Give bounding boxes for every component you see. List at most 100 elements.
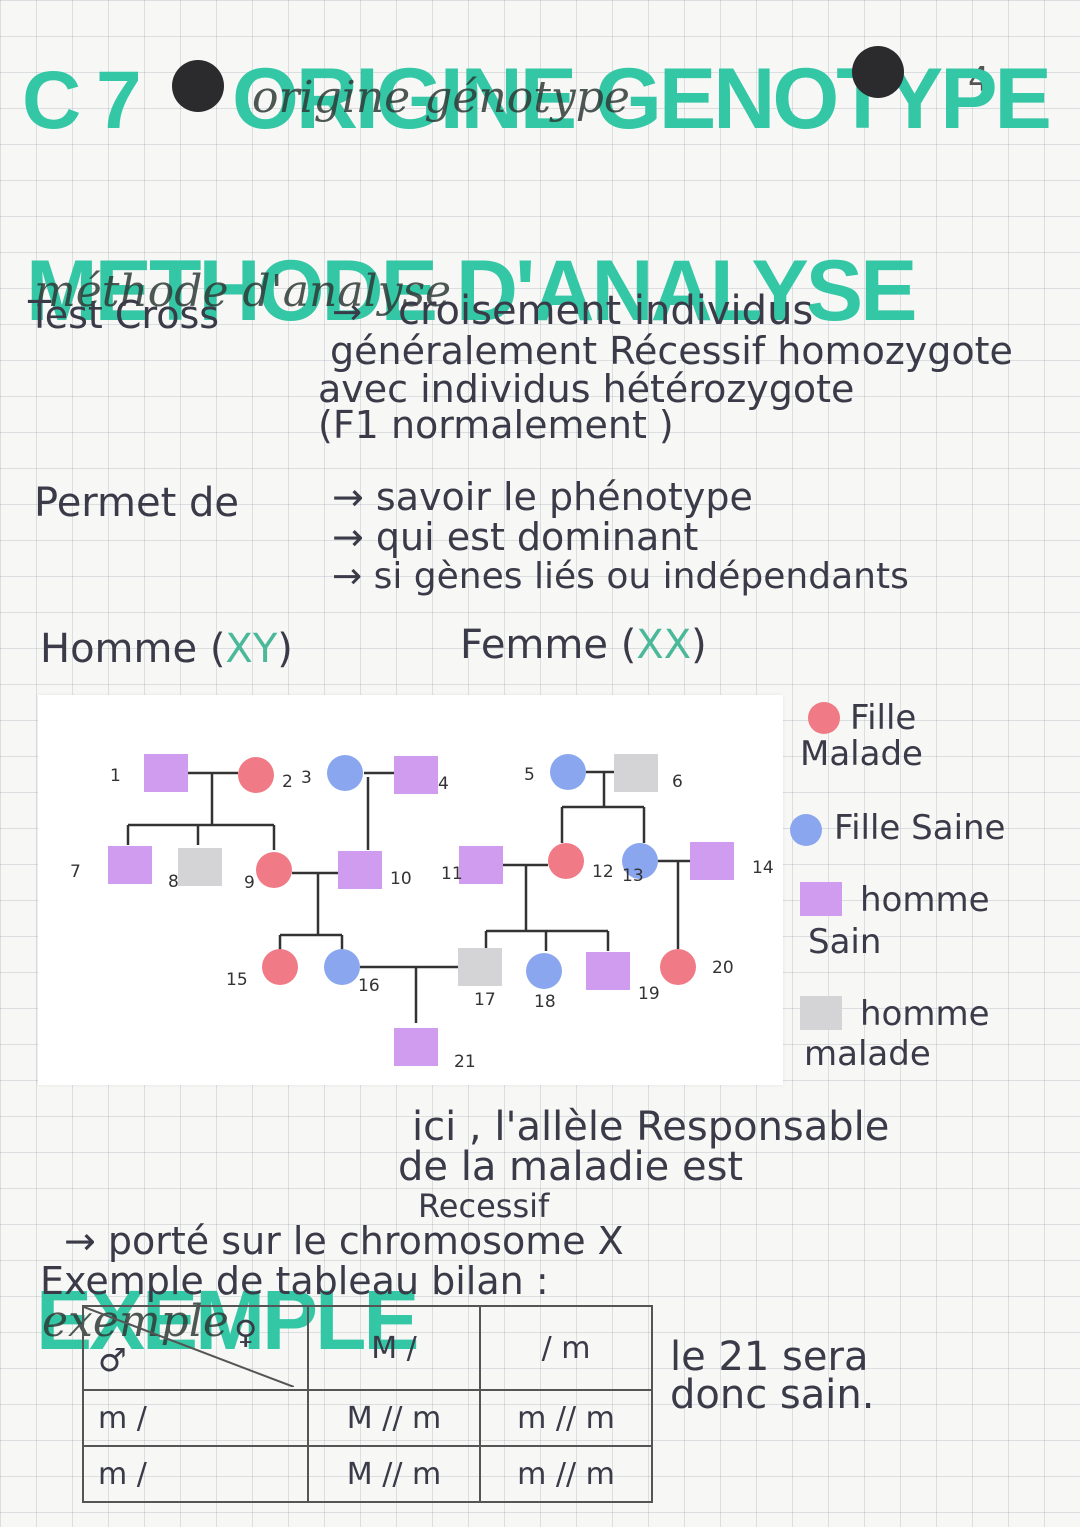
- test-cross-arrow: →: [332, 292, 363, 333]
- pedigree-individual-20: [660, 949, 696, 985]
- title-line2: METHODE D'ANALYSE: [26, 243, 917, 339]
- pedigree-individual-5: [550, 754, 586, 790]
- test-cross-line2: généralement Récessif homozygote: [330, 329, 1013, 373]
- pedigree-individual-18: [526, 953, 562, 989]
- permet-item-2: → qui est dominant: [332, 515, 699, 559]
- pedigree-label-8: 8: [168, 872, 179, 892]
- homme-label: Homme: [40, 626, 198, 672]
- punnett-cell-1-1: M // m: [307, 1389, 481, 1447]
- femme-label: Femme: [460, 622, 608, 668]
- pedigree-label-2: 2: [282, 772, 293, 792]
- legend-fille-saine-icon: [790, 814, 822, 846]
- pedigree-individual-15: [262, 949, 298, 985]
- chapter-mark: C 7: [22, 55, 142, 146]
- title-line1: ORIGINE GENOTYPE: [232, 51, 1052, 147]
- table-intro: Exemple de tableau bilan :: [40, 1259, 549, 1303]
- female-symbol: ♀: [234, 1313, 258, 1351]
- pedigree-individual-2: [238, 757, 274, 793]
- punnett-row-1: m / M // m m // m: [82, 1389, 653, 1447]
- pedigree-individual-14: [690, 842, 734, 880]
- pedigree-label-1: 1: [110, 766, 121, 786]
- legend-fille-malade-line1: Fille: [850, 698, 917, 738]
- pedigree-individual-9: [256, 852, 292, 888]
- pedigree-individual-4: [394, 756, 438, 794]
- punnett-table: ♂ ♀ M / / m m / M // m m // m m / M // m…: [82, 1305, 653, 1503]
- pedigree-individual-11: [459, 846, 503, 884]
- exemple-text-line3: Recessif: [418, 1187, 550, 1225]
- male-symbol: ♂: [98, 1341, 127, 1379]
- title-line1-block: ORIGINE GENOTYPE origine génotype: [232, 56, 1052, 142]
- femme-paren-open: (: [620, 622, 637, 668]
- femme-row: Femme (XX): [460, 624, 707, 666]
- pedigree-label-12: 12: [592, 862, 614, 882]
- exemple-text-line1: ici , l'allèle Responsable: [412, 1104, 890, 1150]
- legend-homme-sain-icon: [800, 882, 842, 916]
- pedigree-label-4: 4: [438, 774, 449, 794]
- legend-fille-malade-icon: [808, 702, 840, 734]
- pedigree-label-11: 11: [441, 864, 463, 884]
- pedigree-individual-13: [622, 843, 658, 879]
- pedigree-label-3: 3: [301, 768, 312, 788]
- pedigree-label-16: 16: [358, 976, 380, 996]
- permet-item-1: → savoir le phénotype: [332, 475, 753, 519]
- pedigree-label-14: 14: [752, 858, 774, 878]
- pedigree-label-19: 19: [638, 984, 660, 1004]
- legend-fille-saine-line1: Fille Saine: [834, 808, 1006, 848]
- homme-paren-open: (: [209, 626, 226, 672]
- punnett-cell-1-2: m // m: [479, 1389, 653, 1447]
- pedigree-individual-1: [144, 754, 188, 792]
- legend-fille-malade-line2: Malade: [800, 734, 923, 774]
- femme-paren-close: ): [691, 622, 707, 668]
- femme-chromosomes: XX: [636, 622, 692, 668]
- pedigree-label-13: 13: [622, 866, 644, 886]
- homme-row: Homme (XY): [40, 628, 293, 670]
- test-cross-line4: (F1 normalement ): [318, 403, 674, 447]
- test-cross-label: Test Cross: [28, 293, 220, 337]
- legend-homme-sain-line2: Sain: [808, 922, 882, 962]
- test-cross-line3: avec individus hétérozygote: [318, 367, 855, 411]
- pedigree-label-20: 20: [712, 958, 734, 978]
- pedigree-individual-7: [108, 846, 152, 884]
- punnett-col-header-2: / m: [479, 1305, 653, 1391]
- test-cross-line1: croisement individus: [398, 288, 814, 334]
- homme-paren-close: ): [277, 626, 293, 672]
- pedigree-label-7: 7: [70, 862, 81, 882]
- pedigree-individual-19: [586, 952, 630, 990]
- punnett-col-header-1: M /: [307, 1305, 481, 1391]
- pedigree-label-10: 10: [390, 869, 412, 889]
- legend-homme-malade-line1: homme: [860, 994, 990, 1034]
- page-number: 4: [968, 60, 990, 100]
- exemple-arrow-line: → porté sur le chromosome X: [64, 1219, 624, 1263]
- pedigree-label-6: 6: [672, 772, 683, 792]
- pedigree-individual-12: [548, 843, 584, 879]
- title-line2-strikethrough: méthode d'analyse: [34, 266, 452, 317]
- permet-item-3: → si gènes liés ou indépendants: [332, 556, 909, 597]
- pedigree-individual-8: [178, 848, 222, 886]
- punnett-cell-2-1: M // m: [307, 1445, 481, 1503]
- homme-chromosomes: XY: [225, 626, 278, 672]
- pedigree-label-21: 21: [454, 1052, 476, 1072]
- legend-homme-sain-line1: homme: [860, 880, 990, 920]
- pedigree-label-18: 18: [534, 992, 556, 1012]
- title-line1-strikethrough: origine génotype: [252, 72, 630, 123]
- pedigree-individual-21: [394, 1028, 438, 1066]
- legend-homme-malade-icon: [800, 996, 842, 1030]
- bullet-dot-right: [852, 46, 904, 98]
- legend-homme-malade-line2: malade: [804, 1034, 931, 1074]
- title-line2-block: METHODE D'ANALYSE méthode d'analyse: [26, 248, 917, 334]
- pedigree-label-5: 5: [524, 765, 535, 785]
- exemple-text-line2: de la maladie est: [398, 1144, 744, 1190]
- punnett-row-header-2: m /: [82, 1445, 309, 1503]
- pedigree-individual-17: [458, 948, 502, 986]
- bullet-dot-left: [172, 60, 224, 112]
- pedigree-label-15: 15: [226, 970, 248, 990]
- pedigree-individual-3: [327, 755, 363, 791]
- conclusion-line1: le 21 sera: [670, 1334, 869, 1380]
- pedigree-label-9: 9: [244, 873, 255, 893]
- punnett-cell-2-2: m // m: [479, 1445, 653, 1503]
- punnett-row-2: m / M // m m // m: [82, 1445, 653, 1503]
- pedigree-label-17: 17: [474, 990, 496, 1010]
- punnett-header-row: ♂ ♀ M / / m: [82, 1305, 653, 1391]
